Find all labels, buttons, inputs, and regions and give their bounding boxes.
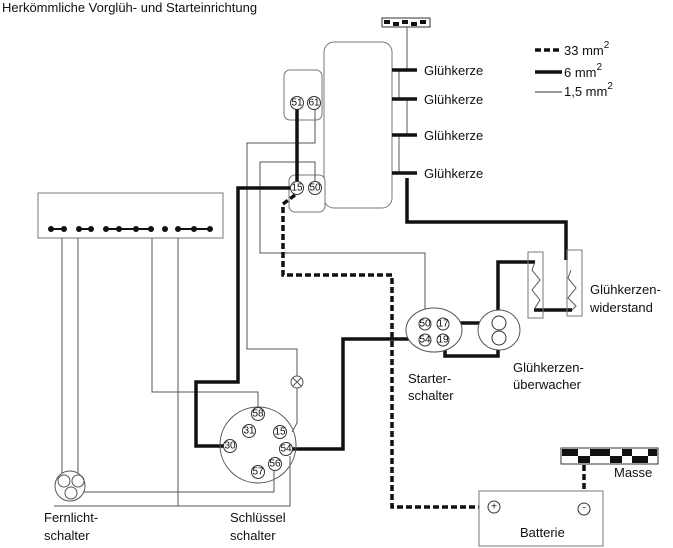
relay-pin-51: 51 bbox=[290, 96, 304, 110]
svg-text:Glühkerze: Glühkerze bbox=[424, 166, 483, 181]
key-switch: 58 31 15 30 54 56 57 Schlüssel schalter bbox=[219, 406, 297, 543]
glow-plug-1: Glühkerze bbox=[392, 63, 483, 78]
key-pin-30: 30 bbox=[223, 439, 237, 453]
glow-plug-4: Glühkerze bbox=[392, 166, 483, 181]
svg-text:15: 15 bbox=[291, 183, 303, 194]
relay-pin-50: 50 bbox=[308, 181, 322, 195]
svg-text:56: 56 bbox=[269, 459, 281, 470]
starter-switch-label-2: schalter bbox=[408, 388, 454, 403]
fuse-box bbox=[37, 192, 224, 239]
glow-resistor-label-2: widerstand bbox=[589, 300, 653, 315]
svg-text:15: 15 bbox=[274, 427, 286, 438]
battery-label: Batterie bbox=[520, 525, 565, 540]
ground-label: Masse bbox=[614, 465, 652, 480]
starter-pin-54: 54 bbox=[418, 333, 432, 347]
svg-text:54: 54 bbox=[419, 335, 431, 346]
relay-box-upper bbox=[283, 69, 323, 121]
starter-switch: 50 17 54 19 Starter- schalter bbox=[405, 307, 463, 403]
svg-text:17: 17 bbox=[437, 319, 449, 330]
glow-monitor-label-1: Glühkerzen- bbox=[513, 360, 584, 375]
svg-text:30: 30 bbox=[224, 441, 236, 452]
svg-text:Glühkerze: Glühkerze bbox=[424, 92, 483, 107]
high-beam-label-2: schalter bbox=[44, 528, 90, 543]
glow-plug-resistor: Glühkerzen- widerstand bbox=[527, 249, 661, 319]
glow-plug-monitor: Glühkerzen- überwacher bbox=[477, 309, 584, 392]
svg-text:51: 51 bbox=[291, 98, 303, 109]
starter-pin-50: 50 bbox=[418, 317, 432, 331]
starter-pin-17: 17 bbox=[436, 317, 450, 331]
svg-text:31: 31 bbox=[243, 426, 255, 437]
indicator-lamp-icon bbox=[290, 375, 304, 389]
key-pin-15: 15 bbox=[273, 425, 287, 439]
svg-text:61: 61 bbox=[308, 98, 320, 109]
svg-text:57: 57 bbox=[252, 467, 264, 478]
svg-text:-: - bbox=[582, 503, 585, 514]
engine-block bbox=[323, 41, 393, 209]
battery-plus-terminal bbox=[487, 500, 501, 514]
svg-text:Glühkerze: Glühkerze bbox=[424, 128, 483, 143]
battery-minus-terminal bbox=[577, 502, 591, 516]
glow-plug-2: Glühkerze bbox=[392, 92, 483, 107]
legend-label-6: 6 mm2 bbox=[564, 62, 603, 80]
thin-wires bbox=[54, 109, 426, 507]
high-beam-label-1: Fernlicht- bbox=[44, 510, 98, 525]
key-pin-54: 54 bbox=[279, 442, 293, 456]
ground-symbol: Masse bbox=[560, 447, 659, 480]
relay-pin-15: 15 bbox=[290, 181, 304, 195]
key-switch-label-1: Schlüssel bbox=[230, 510, 286, 525]
high-beam-switch: Fernlicht- schalter bbox=[44, 470, 98, 543]
svg-text:+: + bbox=[491, 502, 497, 513]
top-ground-symbol bbox=[381, 17, 431, 70]
key-pin-31: 31 bbox=[242, 424, 256, 438]
starter-switch-label-1: Starter- bbox=[408, 371, 451, 386]
svg-text:19: 19 bbox=[437, 335, 449, 346]
svg-text:50: 50 bbox=[419, 319, 431, 330]
svg-text:58: 58 bbox=[252, 409, 264, 420]
diagram-title: Herkömmliche Vorglüh- und Starteinrichtu… bbox=[2, 0, 257, 15]
glow-monitor-label-2: überwacher bbox=[513, 377, 582, 392]
glow-resistor-label-1: Glühkerzen- bbox=[590, 282, 661, 297]
legend-label-1-5: 1,5 mm2 bbox=[564, 81, 613, 99]
legend-label-33: 33 mm2 bbox=[564, 40, 610, 58]
legend: 33 mm2 6 mm2 1,5 mm2 bbox=[535, 40, 613, 99]
key-pin-57: 57 bbox=[251, 465, 265, 479]
key-pin-58: 58 bbox=[251, 407, 265, 421]
key-pin-56: 56 bbox=[268, 457, 282, 471]
svg-text:Glühkerze: Glühkerze bbox=[424, 63, 483, 78]
relay-pin-61: 61 bbox=[307, 96, 321, 110]
key-switch-label-2: schalter bbox=[230, 528, 276, 543]
glow-plug-3: Glühkerze bbox=[392, 128, 483, 143]
starter-pin-19: 19 bbox=[436, 333, 450, 347]
svg-text:54: 54 bbox=[280, 444, 292, 455]
battery: + - Batterie bbox=[478, 490, 604, 547]
svg-text:50: 50 bbox=[309, 183, 321, 194]
